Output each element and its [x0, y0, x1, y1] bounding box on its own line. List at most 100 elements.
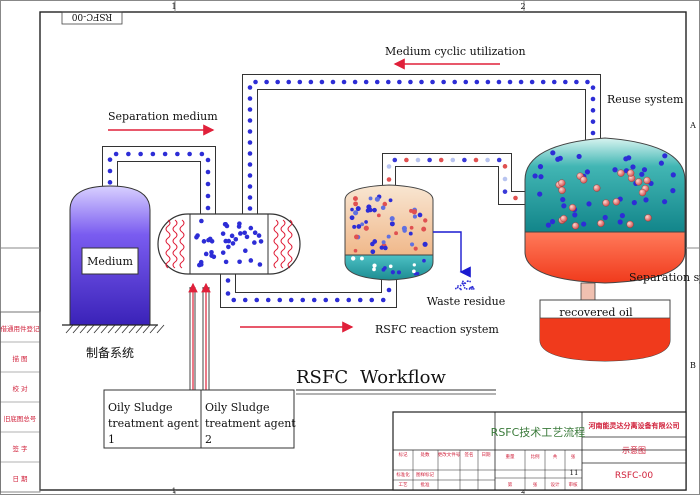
pipe-particle	[247, 96, 253, 101]
particle	[537, 164, 544, 170]
agent2-line2: treatment agent	[205, 417, 296, 430]
residue-particle	[463, 282, 466, 285]
pipe-particle	[113, 151, 119, 157]
pipe-particle	[590, 108, 596, 113]
pipe-particle	[175, 151, 180, 157]
particle	[412, 269, 416, 274]
reactor-particles	[349, 194, 428, 276]
agent2-line1: Oily Sludge	[205, 401, 270, 414]
oil-droplet	[593, 184, 601, 192]
particle	[238, 231, 243, 236]
pipe-particle	[513, 195, 518, 201]
medium-vessel: Medium 制备系统	[62, 185, 165, 360]
particle	[248, 258, 254, 263]
particle	[532, 173, 538, 179]
particle	[199, 218, 204, 224]
particle	[350, 256, 356, 261]
workflow-title-rsfc: RSFC	[296, 367, 348, 388]
waste-pile	[454, 280, 475, 291]
particle	[372, 239, 378, 244]
pipe-particle	[247, 184, 253, 189]
pipe-particle	[502, 176, 508, 182]
particle	[394, 231, 399, 236]
particle	[422, 241, 428, 247]
pipe-particle	[392, 157, 398, 163]
particle	[243, 248, 248, 254]
particle	[209, 249, 214, 255]
particle	[252, 230, 258, 235]
oil-droplet	[612, 198, 620, 206]
pipe-particle	[205, 205, 211, 211]
title-block-drawing-title: RSFC技术工艺流程	[491, 425, 586, 439]
pipe-particle	[242, 297, 248, 303]
pipe-particle	[286, 79, 292, 85]
particle	[256, 233, 262, 238]
title-block-cell: 标记	[399, 451, 408, 458]
pipe-particle	[450, 157, 456, 163]
pipe-particle	[441, 79, 446, 85]
particle	[224, 223, 230, 229]
particle	[423, 218, 428, 223]
particle	[602, 214, 608, 221]
particle	[390, 270, 395, 275]
pipe-particle	[408, 79, 413, 85]
particle	[617, 219, 623, 225]
particle	[380, 205, 386, 211]
particle	[353, 210, 359, 216]
particle	[401, 225, 407, 231]
particle	[388, 198, 393, 203]
pipe-particle	[507, 79, 513, 85]
agent-box-2: Oily Sludge treatment agent 2	[200, 389, 296, 449]
residue-particle	[460, 288, 462, 291]
pipe-particle	[126, 151, 131, 157]
title-block-small-cells: 标记处数更改文件号签名日期标准化图样标记重量比例共张第张设计审核工艺批准	[396, 451, 578, 488]
pipe-particle	[427, 157, 432, 163]
pipe-particle	[247, 195, 253, 200]
margin-label: 旧底图总号	[4, 414, 37, 423]
particle	[545, 222, 551, 228]
separation-particles	[532, 150, 676, 230]
pipe-particle	[404, 157, 409, 163]
pipe-particle	[150, 151, 156, 157]
pipe-particle	[264, 79, 269, 85]
particle	[409, 225, 414, 230]
pipe-particle	[380, 297, 386, 303]
pipe-particle	[386, 79, 391, 85]
particle	[363, 225, 369, 231]
pipe-particle	[247, 107, 253, 112]
reaction-vessel	[344, 184, 434, 281]
title-block-cell: 张	[533, 481, 538, 488]
agent-box-1: Oily Sludge treatment agent 1	[103, 389, 202, 449]
oil-droplet	[626, 220, 634, 228]
particle	[230, 241, 236, 246]
residue-particle	[459, 284, 462, 287]
pipe-particle	[397, 79, 402, 85]
prep-system-label: 制备系统	[86, 346, 134, 360]
pipe-particle	[308, 79, 314, 85]
oil-droplet	[643, 176, 651, 185]
particle	[383, 245, 388, 251]
particle	[561, 203, 567, 209]
particle	[360, 256, 364, 261]
pipe-particle	[138, 151, 143, 157]
reuse-system-label: Reuse system	[607, 93, 684, 106]
particle	[619, 213, 626, 219]
particle	[381, 240, 386, 245]
pipe-particle	[529, 79, 535, 85]
pipe-particle	[107, 157, 113, 162]
particle	[382, 201, 388, 207]
separation-medium-label: Separation medium	[108, 110, 218, 123]
pipe-particle	[419, 79, 424, 85]
pipe-particle	[518, 79, 524, 85]
reaction-system-label: RSFC reaction system	[375, 323, 499, 336]
residue-particle	[462, 284, 465, 287]
agent-feed-lines	[188, 282, 211, 390]
particle	[248, 225, 254, 231]
pipe-particle	[452, 79, 457, 85]
coil	[273, 219, 279, 269]
pipe-particle	[346, 297, 352, 303]
recovered-oil-label: recovered oil	[559, 306, 633, 319]
particle	[421, 226, 427, 232]
particle	[211, 254, 217, 260]
